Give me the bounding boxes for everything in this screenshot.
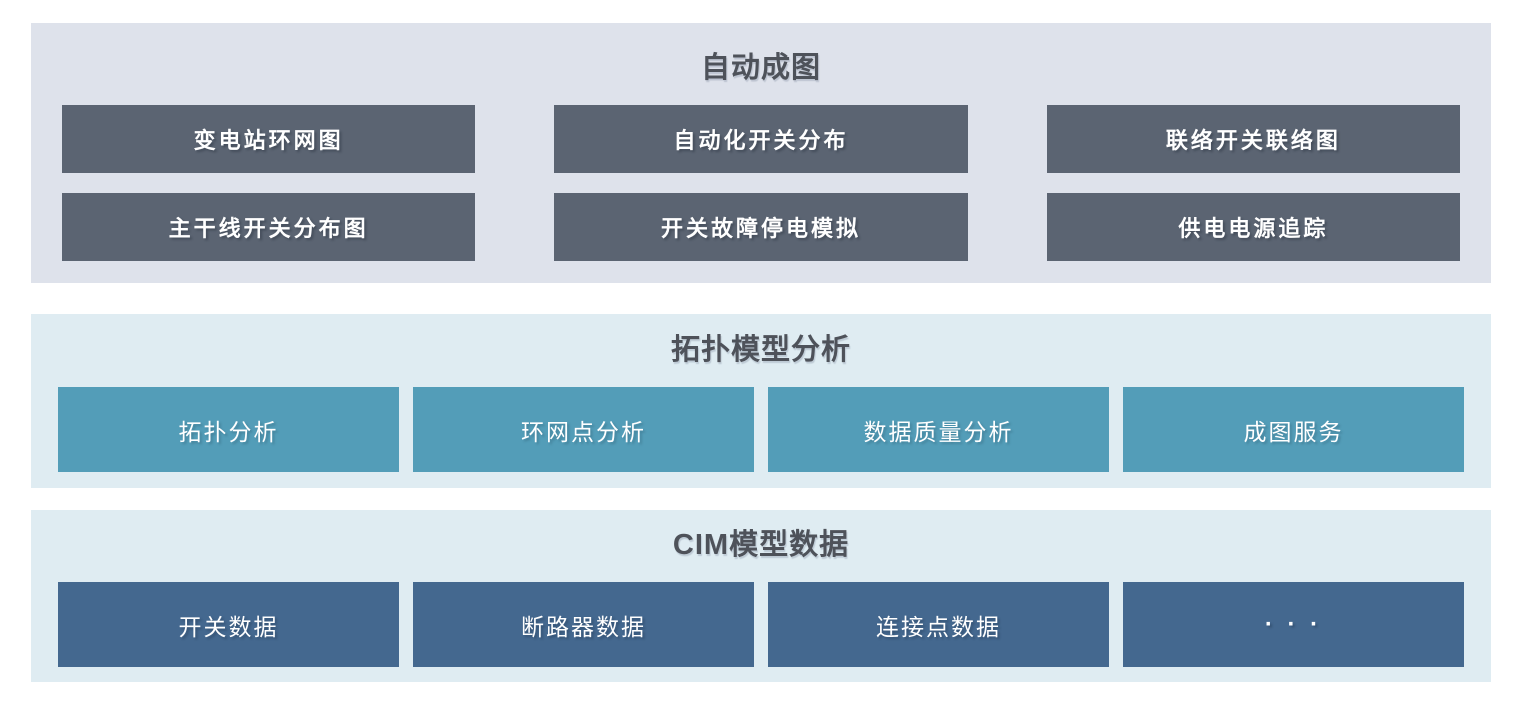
- box-data-quality-analysis: 数据质量分析: [768, 387, 1109, 472]
- box-topology-analysis: 拓扑分析: [58, 387, 399, 472]
- layer2-box-grid: 拓扑分析 环网点分析 数据质量分析 成图服务: [58, 387, 1464, 472]
- layer-title-auto-diagram: 自动成图: [700, 52, 821, 84]
- box-switch-fault-outage-simulation: 开关故障停电模拟: [554, 193, 968, 261]
- box-circuit-breaker-data: 断路器数据: [413, 582, 754, 667]
- box-switch-data: 开关数据: [58, 582, 399, 667]
- layer-title-cim-model-data: CIM模型数据: [672, 529, 850, 561]
- box-ring-point-analysis: 环网点分析: [413, 387, 754, 472]
- box-tie-switch-connection-diagram: 联络开关联络图: [1046, 105, 1460, 173]
- box-substation-ring-diagram: 变电站环网图: [62, 105, 476, 173]
- box-more-ellipsis: · · ·: [1123, 582, 1464, 667]
- layer-topology-model-analysis: 拓扑模型分析 拓扑分析 环网点分析 数据质量分析 成图服务: [31, 314, 1491, 488]
- layer1-box-grid: 变电站环网图 自动化开关分布 联络开关联络图 主干线开关分布图 开关故障停电模拟…: [62, 105, 1460, 261]
- box-automation-switch-distribution: 自动化开关分布: [554, 105, 968, 173]
- layer-title-topology-analysis: 拓扑模型分析: [670, 334, 851, 366]
- box-power-source-tracing: 供电电源追踪: [1046, 193, 1460, 261]
- layer3-box-grid: 开关数据 断路器数据 连接点数据 · · ·: [58, 582, 1464, 667]
- layer-auto-diagram-generation: 自动成图 变电站环网图 自动化开关分布 联络开关联络图 主干线开关分布图 开关故…: [31, 23, 1491, 283]
- layer-cim-model-data: CIM模型数据 开关数据 断路器数据 连接点数据 · · ·: [31, 510, 1491, 682]
- box-trunk-line-switch-distribution: 主干线开关分布图: [62, 193, 476, 261]
- box-diagram-service: 成图服务: [1123, 387, 1464, 472]
- box-connection-point-data: 连接点数据: [768, 582, 1109, 667]
